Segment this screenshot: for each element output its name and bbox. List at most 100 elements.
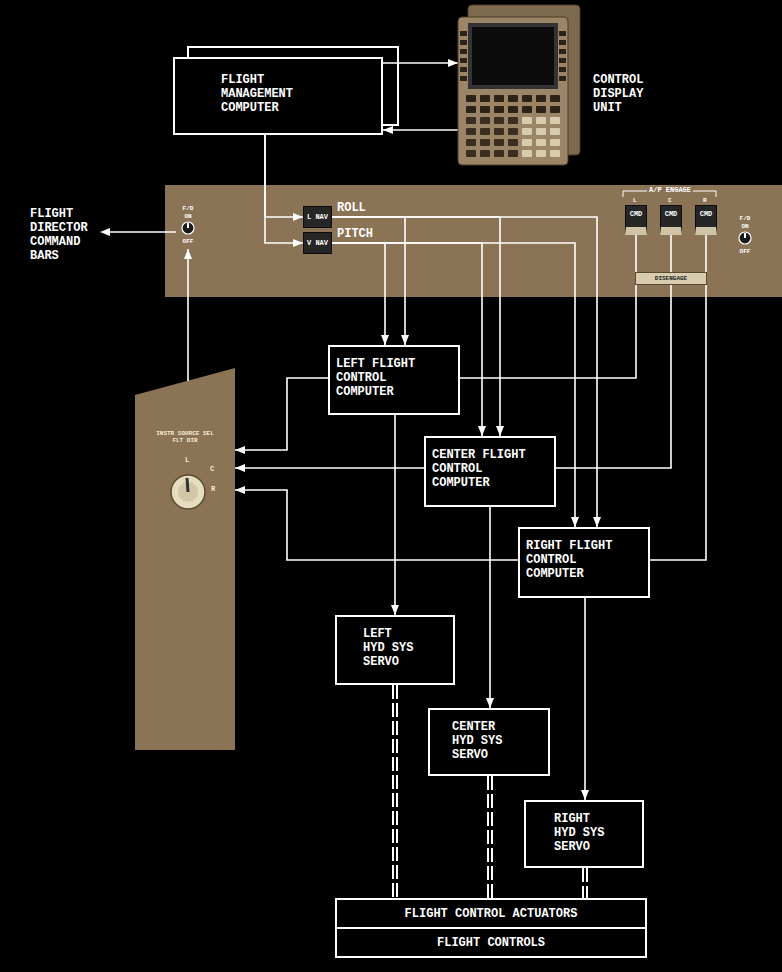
keypad-key — [550, 150, 560, 157]
signal-line — [383, 62, 458, 63]
node-text: F/D — [178, 205, 198, 212]
command-bars-arrowhead — [100, 228, 110, 236]
node-text: CMD — [700, 210, 713, 218]
computer-box: FLIGHT MANAGEMENT COMPUTER — [173, 57, 383, 135]
node-text: FLIGHT MANAGEMENT COMPUTER — [221, 73, 301, 115]
signal-line — [187, 249, 188, 381]
keypad-key — [508, 150, 518, 157]
panel-label: L — [185, 456, 189, 464]
toggle-base — [182, 222, 194, 234]
keypad-key — [536, 128, 546, 135]
node-text: FLIGHT CONTROLS — [337, 936, 645, 950]
servo-box: LEFT HYD SYS SERVO — [335, 615, 455, 685]
line-select-key — [559, 49, 566, 54]
line-select-key — [559, 31, 566, 36]
keypad-key — [508, 117, 518, 124]
cdu-bezel — [468, 23, 558, 89]
panel-label: L — [633, 197, 637, 204]
keypad-key — [550, 106, 560, 113]
toggle-lever — [187, 223, 189, 228]
cdu-front-body — [458, 17, 568, 165]
panel-label: C — [210, 465, 214, 473]
keypad-key — [536, 150, 546, 157]
keypad-key — [466, 128, 476, 135]
line-select-key — [460, 40, 467, 45]
node-text: DISENGAGE — [655, 275, 687, 282]
keypad-key — [508, 128, 518, 135]
keypad-key — [494, 128, 504, 135]
fd-switch: F/DONOFF — [735, 215, 755, 257]
cmd-button: CMD — [695, 205, 717, 235]
keypad-key — [480, 106, 490, 113]
mode-button: V NAV — [303, 232, 332, 254]
command-bars-arrow — [108, 231, 176, 233]
node-text: OFF — [178, 238, 198, 245]
keypad-key — [536, 117, 546, 124]
signal-path — [265, 135, 303, 217]
line-select-key — [559, 58, 566, 63]
signal-line — [584, 598, 585, 800]
panel-label: ROLL — [337, 201, 366, 215]
signal-path — [187, 249, 189, 381]
node-text: LEFT HYD SYS SERVO — [363, 627, 419, 669]
mode-control-panel-plate — [165, 185, 782, 297]
keypad-key — [494, 95, 504, 102]
selector-pointer — [187, 478, 188, 492]
line-select-key — [460, 31, 467, 36]
node-text: RIGHT FLIGHT CONTROL COMPUTER — [526, 539, 630, 581]
panel-label: R — [703, 197, 707, 204]
signal-line — [265, 135, 303, 217]
signal-path — [556, 235, 671, 468]
signal-line — [489, 507, 490, 708]
keypad-key — [536, 139, 546, 146]
signal-line — [383, 129, 458, 130]
keypad-key — [480, 139, 490, 146]
signal-path — [383, 129, 458, 131]
line-select-key — [460, 58, 467, 63]
cmd-button: CMD — [660, 205, 682, 235]
keypad-key — [522, 117, 532, 124]
hydraulic-link — [395, 685, 396, 898]
source-select-plate — [135, 368, 235, 750]
cmd-button: CMD — [625, 205, 647, 235]
keypad-key — [508, 95, 518, 102]
signal-line — [394, 415, 395, 615]
keypad-key — [550, 128, 560, 135]
hydraulic-link — [585, 868, 586, 898]
line-select-key — [559, 76, 566, 81]
node-text: RIGHT HYD SYS SERVO — [554, 812, 610, 854]
signal-path — [489, 507, 491, 708]
keypad-key — [466, 95, 476, 102]
keypad-key — [508, 139, 518, 146]
node-text: ON — [178, 213, 198, 220]
cdu-illustration — [458, 5, 580, 165]
keypad-key — [494, 139, 504, 146]
actuator-box: FLIGHT CONTROL ACTUATORS — [335, 898, 647, 929]
line-select-key — [559, 67, 566, 72]
keypad-key — [550, 117, 560, 124]
keypad-key — [466, 106, 476, 113]
hydraulic-link-inner — [584, 868, 586, 898]
signal-line — [332, 243, 385, 345]
keypad-key — [494, 106, 504, 113]
computer-box: LEFT FLIGHT CONTROL COMPUTER — [328, 345, 460, 415]
hydraulic-link-inner — [489, 776, 491, 898]
keypad-key — [522, 150, 532, 157]
keypad-key — [466, 117, 476, 124]
node-text: A/P ENGAGE — [647, 186, 693, 194]
keypad-key — [522, 95, 532, 102]
callout-label: FLIGHT DIRECTOR COMMAND BARS — [30, 207, 96, 263]
keypad-key — [466, 139, 476, 146]
line-select-key — [460, 49, 467, 54]
signal-path — [332, 217, 405, 345]
keypad-key — [522, 139, 532, 146]
computer-box: RIGHT FLIGHT CONTROL COMPUTER — [518, 527, 650, 598]
node-text: L NAV — [307, 213, 328, 221]
flight-controls-box: FLIGHT CONTROLS — [335, 927, 647, 958]
signal-line — [265, 135, 303, 243]
node-text: CMD — [630, 210, 643, 218]
keypad-key — [508, 106, 518, 113]
toggle-switch — [735, 230, 755, 246]
panel-label: C — [668, 197, 672, 204]
